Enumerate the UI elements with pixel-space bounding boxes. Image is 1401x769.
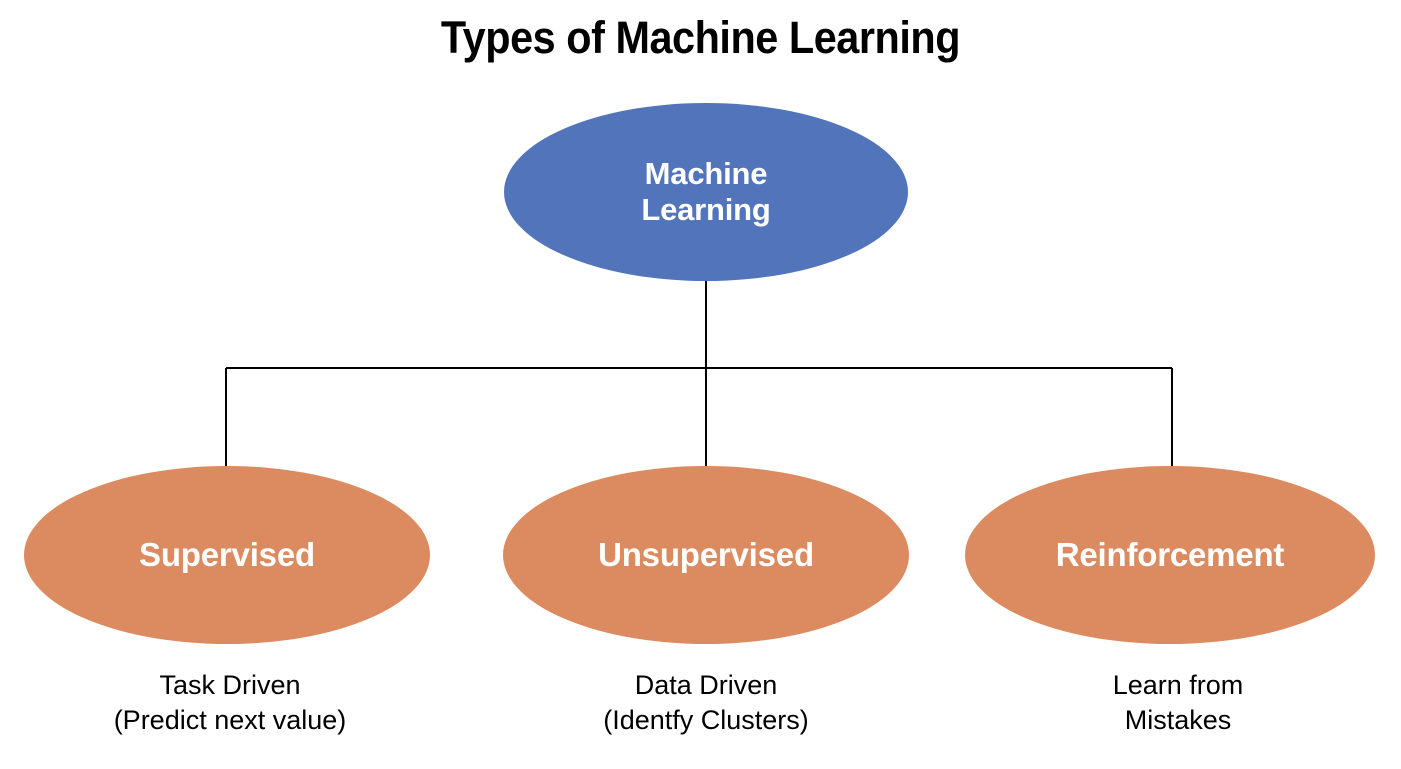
node-machine-learning-label: Machine Learning — [641, 156, 771, 227]
node-supervised[interactable]: Supervised — [24, 466, 430, 644]
page-title: Types of Machine Learning — [440, 12, 961, 63]
caption-supervised: Task Driven (Predict next value) — [113, 670, 347, 736]
node-reinforcement[interactable]: Reinforcement — [965, 466, 1375, 644]
node-reinforcement-label: Reinforcement — [1055, 535, 1285, 573]
node-machine-learning[interactable]: Machine Learning — [504, 103, 908, 281]
node-unsupervised-label: Unsupervised — [598, 535, 814, 573]
caption-reinforcement: Learn from Mistakes — [1112, 670, 1244, 736]
node-unsupervised[interactable]: Unsupervised — [503, 466, 909, 644]
caption-unsupervised: Data Driven (Identfy Clusters) — [603, 670, 809, 736]
node-supervised-label: Supervised — [139, 535, 315, 573]
